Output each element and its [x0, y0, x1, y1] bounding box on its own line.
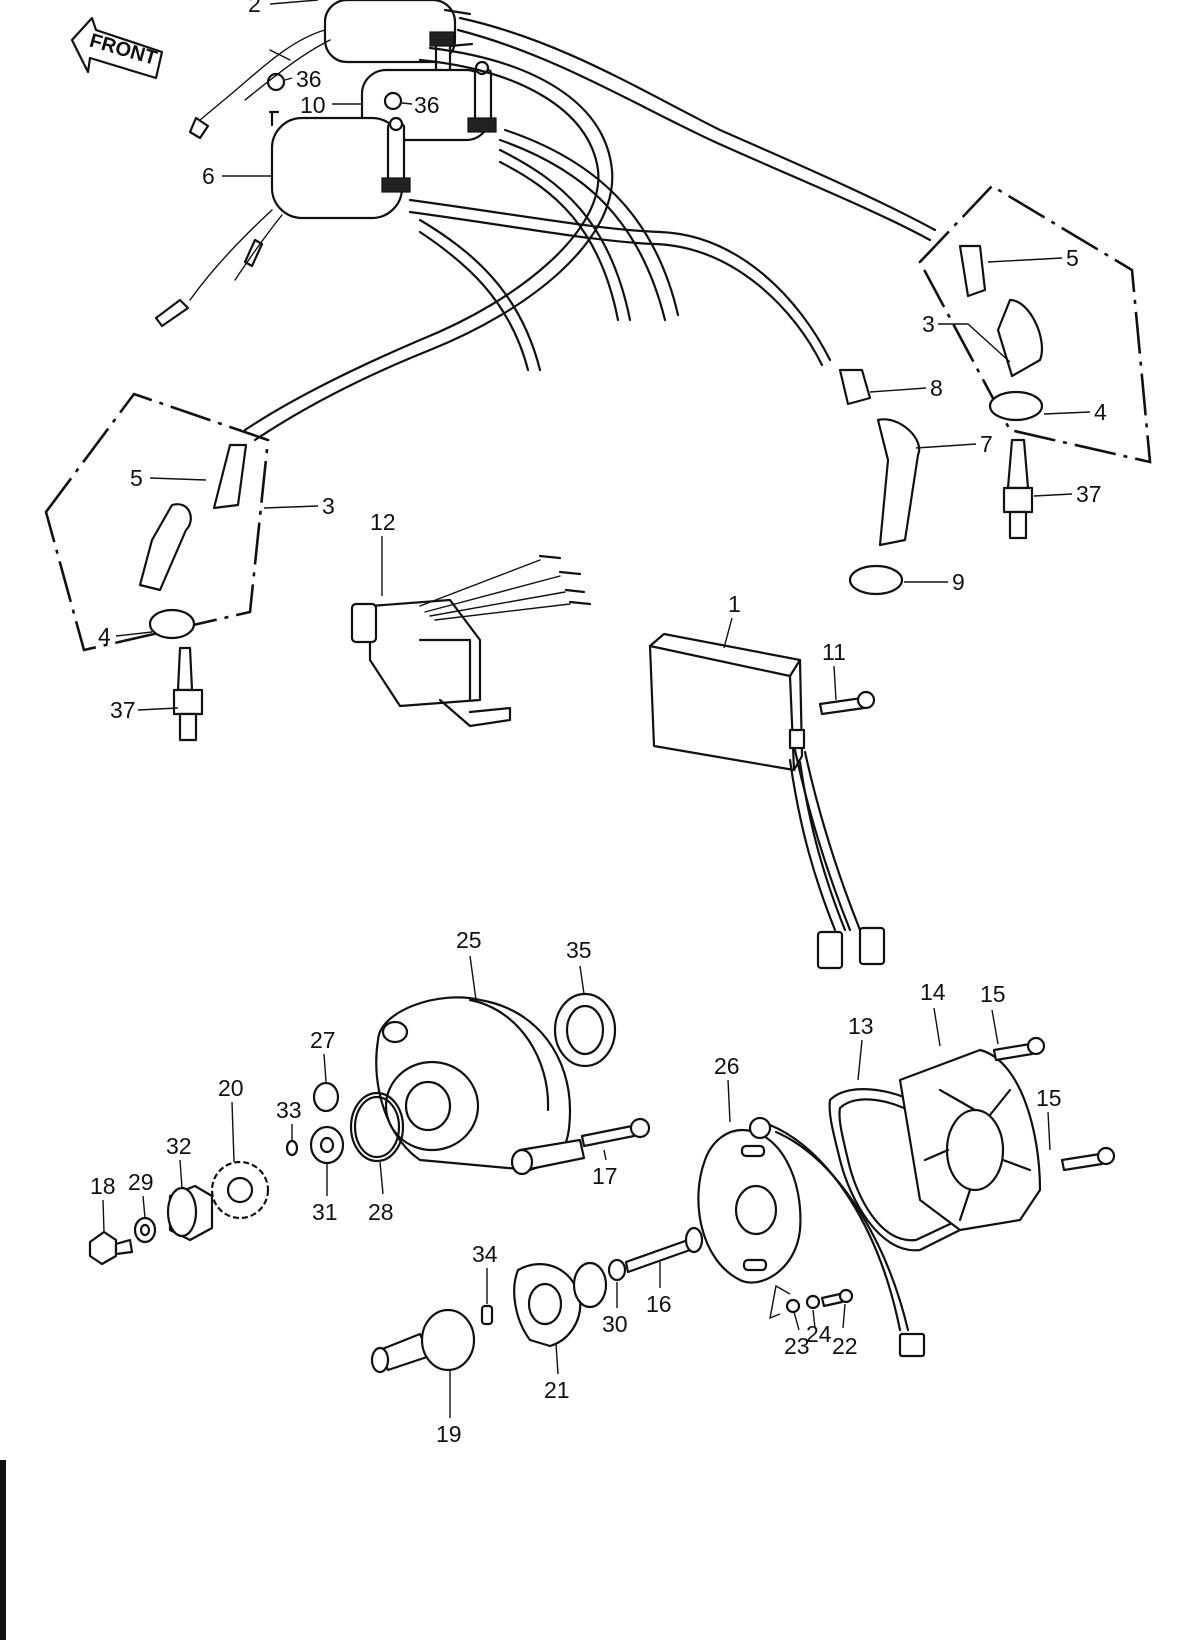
- callout-21: 21: [544, 1377, 570, 1403]
- sleeve-32: [166, 1184, 214, 1242]
- callout-20: 20: [218, 1075, 244, 1101]
- callout-4: 4: [1094, 399, 1107, 425]
- callout-10: 10: [300, 92, 326, 118]
- callout-16: 16: [646, 1291, 672, 1317]
- callout-12: 12: [370, 509, 396, 535]
- callout-numbers: 2 36 10 36 6 5 3 8 4 7 37 9 5 3 4 37 12 …: [90, 0, 1107, 1447]
- callout-35: 35: [566, 937, 592, 963]
- leader-lines: [102, 0, 1091, 1418]
- plug-cap-assembly-right: [918, 184, 1152, 464]
- ignition-coil-front: [268, 110, 411, 220]
- callout-5: 5: [130, 465, 143, 491]
- callout-7: 7: [980, 431, 993, 457]
- timing-advancer-21: [513, 1261, 608, 1348]
- ignitor-unit-12: [350, 554, 592, 728]
- front-direction-arrow: FRONT: [70, 16, 164, 80]
- margin-bar: [0, 1460, 6, 1640]
- plug-cap-assembly-left: [44, 392, 270, 652]
- screw-11: [818, 690, 876, 716]
- o-ring-28: [349, 1091, 405, 1163]
- washer-31: [309, 1125, 345, 1165]
- washer-29: [133, 1216, 157, 1244]
- callout-5: 5: [1066, 245, 1079, 271]
- callout-3: 3: [322, 493, 335, 519]
- high-tension-leads: [243, 16, 937, 442]
- advancer-shaft-19: [370, 1308, 476, 1374]
- callout-19: 19: [436, 1421, 462, 1447]
- oil-seal-35: [553, 992, 617, 1068]
- pickup-coil-plate-26: [697, 1116, 926, 1358]
- callout-15: 15: [1036, 1085, 1062, 1111]
- callout-9: 9: [952, 569, 965, 595]
- ignitor-box-1: [648, 632, 886, 970]
- callout-25: 25: [456, 927, 482, 953]
- callout-3: 3: [922, 311, 935, 337]
- callout-14: 14: [920, 979, 946, 1005]
- screw-22-24-23: [785, 1288, 854, 1314]
- pin-34: [480, 1304, 494, 1326]
- spark-plug-right: [1002, 438, 1034, 540]
- callout-36: 36: [296, 66, 322, 92]
- callout-27: 27: [310, 1027, 336, 1053]
- bolt-18: [88, 1230, 134, 1266]
- coil-primary-leads: [154, 29, 331, 328]
- plug-cap-middle: [838, 368, 921, 596]
- callout-30: 30: [602, 1311, 628, 1337]
- callout-31: 31: [312, 1199, 338, 1225]
- bolt-17: [580, 1117, 651, 1148]
- screw-15: [992, 1036, 1116, 1172]
- callout-13: 13: [848, 1013, 874, 1039]
- callout-32: 32: [166, 1133, 192, 1159]
- o-ring-27: [312, 1081, 340, 1113]
- callout-37: 37: [1076, 481, 1102, 507]
- callout-2: 2: [248, 0, 261, 17]
- callout-24: 24: [806, 1321, 832, 1347]
- pin-33: [285, 1139, 299, 1157]
- callout-37: 37: [110, 697, 136, 723]
- callout-15: 15: [980, 981, 1006, 1007]
- callout-33: 33: [276, 1097, 302, 1123]
- callout-17: 17: [592, 1163, 618, 1189]
- washer-30: [607, 1258, 627, 1282]
- callout-29: 29: [128, 1169, 154, 1195]
- spark-plug-left: [172, 646, 204, 742]
- callout-26: 26: [714, 1053, 740, 1079]
- callout-18: 18: [90, 1173, 116, 1199]
- callout-36: 36: [414, 92, 440, 118]
- callout-22: 22: [832, 1333, 858, 1359]
- callout-8: 8: [930, 375, 943, 401]
- callout-34: 34: [472, 1241, 498, 1267]
- cover-14: [898, 1048, 1042, 1232]
- callout-28: 28: [368, 1199, 394, 1225]
- callout-4: 4: [98, 623, 111, 649]
- ignition-coil-rear: [323, 0, 474, 86]
- callout-11: 11: [822, 639, 846, 665]
- gear-20: [210, 1160, 270, 1220]
- callout-6: 6: [202, 163, 215, 189]
- bolt-16: [624, 1226, 704, 1274]
- pickup-housing-25: [375, 996, 586, 1176]
- callout-23: 23: [784, 1333, 810, 1359]
- callout-1: 1: [728, 591, 741, 617]
